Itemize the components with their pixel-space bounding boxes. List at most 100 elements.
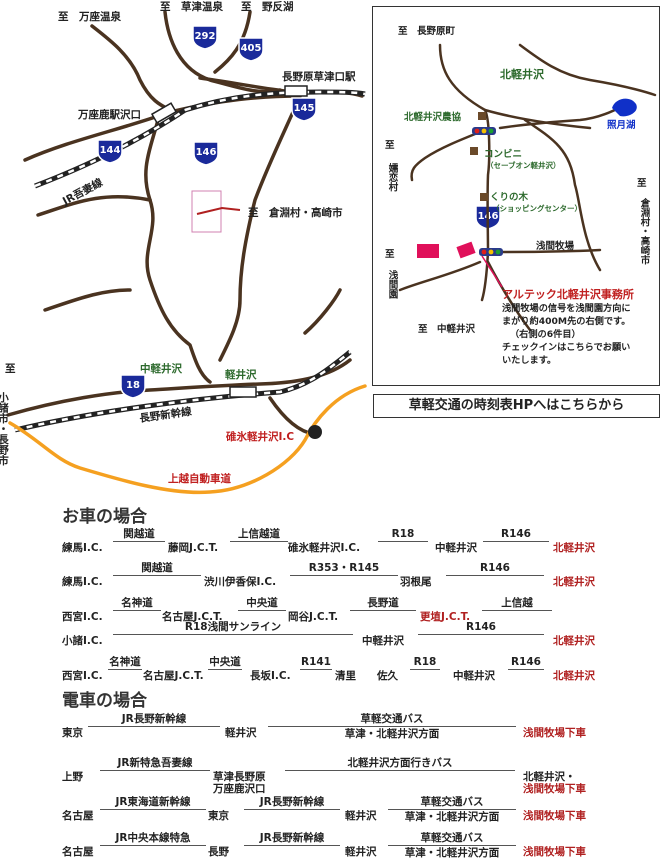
route-segment: 草軽交通バス草津・北軽井沢方面 (388, 832, 516, 859)
route-segment: 中央道 (238, 597, 286, 611)
route-node: 軽井沢 (345, 810, 377, 822)
route-segment: 関越道 (113, 562, 201, 576)
inset-label-tsumagoi: 嬬恋村 (387, 162, 400, 192)
inset-label-office: アルテック北軽井沢事務所 (502, 287, 634, 301)
inset-label-nokyo: 北軽井沢農協 (404, 111, 462, 123)
route-segment: R146 (483, 528, 549, 542)
label-nakakaruizawa: 中軽井沢 (140, 362, 182, 375)
route-destination: 浅間牧場下車 (523, 810, 586, 822)
inset-frame (372, 6, 660, 386)
route-segment: 北軽井沢方面行きバス (285, 757, 515, 771)
inset-note-line-4: チェックインはこちらでお願い (502, 342, 630, 353)
train-section-title: 電車の場合 (62, 691, 147, 711)
svg-text:145: 145 (294, 103, 315, 114)
route-segment: JR長野新幹線 (244, 832, 340, 846)
route-segment-label: R18浅間サンライン (184, 621, 282, 633)
inset-label-kurinoki: くりの木 (490, 191, 529, 203)
route-node: 名古屋 (62, 810, 94, 822)
inset-label-conveni: コンビニ (484, 148, 522, 160)
route-node: 小諸I.C. (62, 635, 103, 647)
route-segment-label: 草軽交通バス (420, 832, 484, 844)
label-joshinetsu: 上越自動車道 (168, 472, 231, 485)
route-segment: 上信越道 (230, 528, 288, 542)
route-node: 名古屋 (62, 846, 94, 858)
route-segment: JR中央本線特急 (100, 832, 206, 846)
route-node: 西宮I.C. (62, 670, 103, 682)
inset-label-conveni-sub: （セーブオン軽井沢） (486, 160, 561, 170)
route-segment: 名神道 (108, 656, 142, 670)
route-node: 上野 (62, 771, 83, 783)
route-node: 渋川伊香保I.C. (204, 576, 277, 588)
route-segment-label: JR中央本線特急 (115, 832, 191, 844)
route-segment-sublabel: 草津・北軽井沢方面 (404, 847, 500, 859)
label-nozori-ko: 至 野反湖 (241, 0, 294, 13)
route-segment-label: JR新特急吾妻線 (117, 757, 193, 769)
svg-text:405: 405 (241, 43, 262, 54)
road-18 (6, 358, 352, 417)
road-146-upper (218, 94, 302, 362)
route-node: 長坂I.C. (250, 670, 291, 682)
route-shield-144: 144 (97, 139, 123, 164)
route-segment: 名神道 (113, 597, 161, 611)
route-segment-label: 長野道 (367, 597, 399, 609)
route-segment-label: R146 (465, 621, 496, 633)
route-segment-sublabel: 草津・北軽井沢方面 (404, 811, 500, 823)
route-segment: R353・R145 (290, 562, 398, 576)
route-segment: 上信越 (482, 597, 552, 611)
route-segment-label: 中央道 (246, 597, 278, 609)
svg-text:146: 146 (196, 147, 217, 158)
inset-label-kurinoki-sub: （ショッピングセンター） (492, 203, 582, 213)
route-node: 清里 (335, 670, 356, 682)
terutsukiko-lake (612, 98, 637, 117)
inset-pointer-box (191, 190, 222, 233)
route-node: 名古屋J.C.T. (162, 611, 223, 623)
route-shield-18: 18 (120, 374, 146, 399)
route-segment: JR長野新幹線 (244, 796, 340, 810)
station-naganohara (284, 85, 308, 97)
label-manzakazawaguchi: 万座鹿駅沢口 (77, 108, 141, 121)
usui-ic-marker (308, 425, 322, 439)
station-karuizawa (229, 386, 257, 398)
route-shield-146: 146 (193, 141, 219, 166)
route-segment-sublabel: 草津・北軽井沢方面 (344, 728, 440, 740)
route-node: 名古屋J.C.T. (143, 670, 204, 682)
road-south (268, 396, 316, 436)
route-node: 羽根尾 (400, 576, 432, 588)
inset-label-kitakaruizawa: 北軽井沢 (500, 67, 545, 81)
svg-text:292: 292 (195, 31, 216, 42)
inset-label-naganohara: 至 長野原町 (398, 26, 456, 37)
label-komoro: 小諸市・長野市 (0, 391, 9, 466)
route-node: 練馬I.C. (62, 542, 103, 554)
route-node: 草津長野原 (213, 771, 266, 783)
route-segment: 関越道 (113, 528, 165, 542)
office-building (456, 241, 476, 259)
timetable-link-button[interactable]: 草軽交通の時刻表HPへはこちらから (373, 394, 660, 418)
route-segment-label: 名神道 (109, 656, 141, 668)
route-segment: R146 (446, 562, 544, 576)
traffic-signal-1 (472, 127, 496, 135)
route-segment: 草軽交通バス草津・北軽井沢方面 (268, 713, 516, 740)
route-segment-label: JR長野新幹線 (259, 796, 325, 808)
route-segment: R18 (378, 528, 428, 542)
inset-label-asama-en: 浅間園 (387, 269, 399, 299)
route-segment-label: R18 (391, 528, 415, 540)
label-karuizawa: 軽井沢 (225, 368, 257, 381)
route-node: 東京 (62, 727, 83, 739)
route-segment-label: 関越道 (141, 562, 173, 574)
route-node: 軽井沢 (345, 846, 377, 858)
station-manzakazawa (150, 102, 178, 124)
route-node: 藤岡J.C.T. (168, 542, 219, 554)
label-komoro-prefix: 至 (5, 363, 16, 375)
road-east (303, 288, 342, 335)
inset-note-line-5: いたします。 (502, 355, 556, 366)
inset-note-line-2: まがり約400M先の右側です。 (502, 315, 630, 327)
route-segment-label: 関越道 (123, 528, 155, 540)
route-segment-label: 名神道 (121, 597, 153, 609)
route-destination: 北軽井沢 (553, 635, 595, 647)
inset-label-terutsukiko: 照月湖 (607, 119, 636, 131)
route-segment-label: 上信越 (501, 597, 533, 609)
traffic-signal-2 (479, 248, 503, 256)
